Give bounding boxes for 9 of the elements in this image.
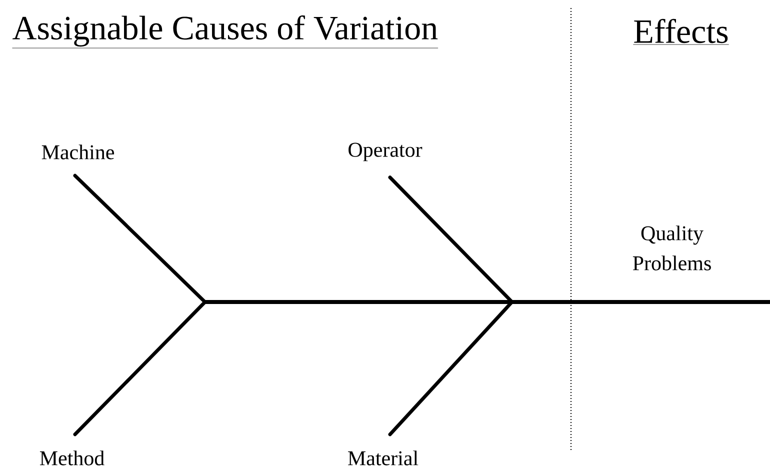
fishbone-line bbox=[73, 174, 207, 304]
heading: Effects bbox=[632, 18, 730, 45]
cause-label: Method bbox=[40, 450, 104, 466]
heading: Assignable Causes of Variation bbox=[12, 15, 438, 48]
effect-label: Quality Problems bbox=[632, 226, 711, 270]
cause-label: Material bbox=[348, 450, 418, 466]
cause-label: Operator bbox=[348, 142, 422, 162]
fishbone-line bbox=[73, 300, 207, 436]
cause-label: Machine bbox=[42, 144, 114, 160]
